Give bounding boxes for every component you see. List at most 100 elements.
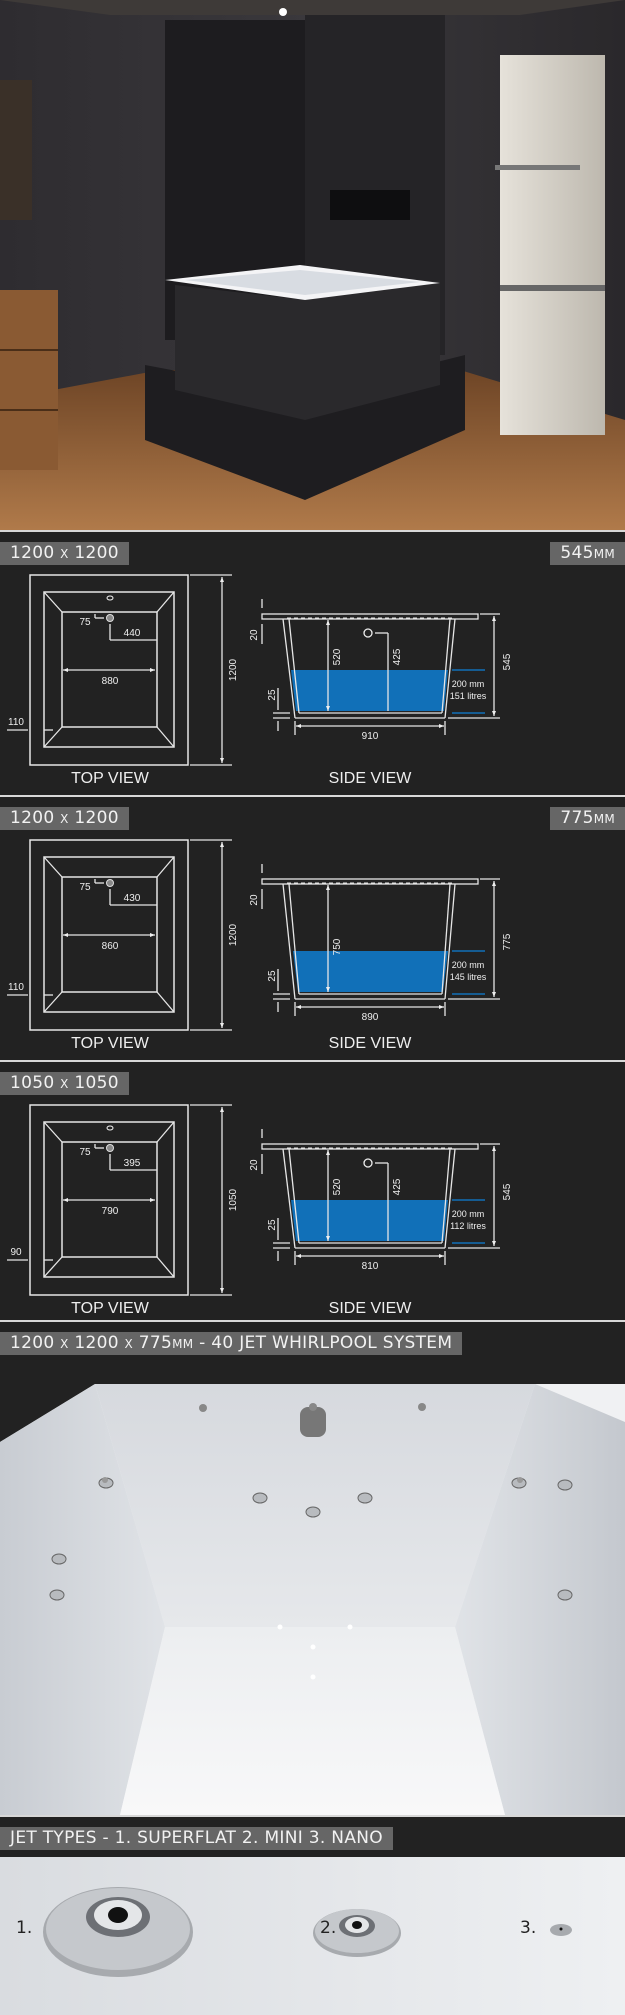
arrow-head — [326, 1150, 330, 1155]
length-label: 1200 — [228, 658, 239, 681]
whirlpool-interior — [0, 1384, 625, 1815]
outer-rim — [29, 839, 189, 1031]
top-view-label: TOP VIEW — [71, 1300, 150, 1317]
back-wall — [95, 1384, 535, 1627]
top-view-label: TOP VIEW — [71, 770, 150, 787]
arrow-head — [326, 885, 330, 890]
inner-depth-label: 750 — [332, 938, 343, 955]
arrow-head — [439, 724, 444, 728]
tub-wall — [288, 1148, 300, 1244]
arrow-head — [492, 616, 496, 621]
wall-niche — [330, 190, 410, 220]
tub-wall — [441, 1148, 451, 1244]
jet — [357, 1492, 373, 1504]
size-label: 1050 x 1050 — [0, 1072, 129, 1095]
outer-rim — [29, 1104, 189, 1296]
arrow-head — [492, 992, 496, 997]
corner-line — [156, 1256, 175, 1278]
rim-thickness-label: 20 — [249, 629, 260, 641]
jet — [557, 1589, 573, 1601]
outer-rim — [29, 574, 189, 766]
arrow-head — [326, 620, 330, 625]
corner-line — [43, 1121, 63, 1143]
water-volume-label: 112 litres — [450, 1221, 486, 1231]
tub-wall — [288, 883, 300, 995]
ceiling-light — [279, 8, 287, 16]
tub-rim — [261, 1143, 479, 1150]
size-label: 1200 x 1200 — [0, 807, 129, 830]
arrow-head — [63, 933, 68, 937]
corner-line — [156, 726, 175, 748]
jet-offset-label: 75 — [79, 882, 91, 893]
water-volume-label: 145 litres — [450, 972, 487, 982]
overflow-outlet — [363, 1158, 373, 1168]
spout — [300, 1407, 326, 1437]
tub-surround — [175, 280, 440, 420]
basin-floor — [61, 876, 158, 993]
floor-thickness-label: 25 — [267, 1219, 278, 1231]
jet-types-title: JET TYPES - 1. SUPERFLAT 2. MINI 3. NANO — [0, 1827, 393, 1850]
vanity-cabinet — [0, 290, 58, 470]
size-label: 1200 x 1200 — [0, 542, 129, 565]
inner-edge — [43, 856, 175, 1013]
arrow-head — [326, 987, 330, 992]
arrow-head — [296, 1005, 301, 1009]
base-width-label: 810 — [362, 1261, 379, 1272]
bathroom-scene — [0, 0, 625, 530]
rim-width-label: 90 — [10, 1247, 22, 1258]
inner-width-label: 880 — [102, 676, 119, 687]
arrow-head — [492, 1241, 496, 1246]
overflow-hole — [106, 1125, 114, 1131]
tub-wall — [444, 618, 456, 719]
inner-edge — [43, 591, 175, 748]
superflat-jet — [43, 1887, 193, 1977]
arrow-head — [492, 881, 496, 886]
inner-width-label: 860 — [102, 941, 119, 952]
water-fill — [291, 670, 448, 711]
jet-position — [106, 614, 114, 622]
length-label: 1200 — [228, 923, 239, 946]
water-fill — [291, 1200, 448, 1241]
arrow-head — [492, 1146, 496, 1151]
top-view-label: TOP VIEW — [71, 1035, 150, 1052]
jet-distance-label: 430 — [124, 893, 141, 904]
whirlpool-interior-photo — [0, 1362, 625, 1815]
right-wall — [455, 1384, 625, 1815]
mini-jet — [313, 1909, 401, 1957]
overflow-height-label: 425 — [392, 648, 403, 665]
jet — [517, 1477, 523, 1483]
corner-line — [43, 856, 63, 878]
depth-label: 775mm — [550, 807, 625, 830]
jet — [557, 1479, 573, 1491]
jet — [199, 1404, 207, 1412]
rim-width-label: 110 — [8, 982, 24, 993]
basin-floor — [61, 611, 158, 728]
depth-label: 545mm — [550, 542, 625, 565]
arrow-head — [220, 1023, 224, 1028]
jet-offset-label: 75 — [79, 617, 91, 628]
floor-jet — [310, 1674, 316, 1680]
jet-number: 3. — [520, 1918, 537, 1938]
overflow-height-label: 425 — [392, 1178, 403, 1195]
jet-number: 2. — [320, 1918, 337, 1938]
arrow-head — [439, 1254, 444, 1258]
jet — [102, 1477, 108, 1483]
jet-position — [106, 1144, 114, 1152]
water-fill — [293, 951, 448, 992]
total-height-label: 545 — [502, 1183, 513, 1200]
floor-jet — [310, 1644, 316, 1650]
jet-distance-label: 440 — [124, 628, 141, 639]
arrow-head — [439, 1005, 444, 1009]
corner-line — [43, 1256, 63, 1278]
towel-radiator — [500, 55, 605, 435]
corner-line — [156, 856, 175, 878]
tub-rim — [261, 613, 479, 620]
arrow-head — [150, 668, 155, 672]
water-volume-label: 151 litres — [450, 691, 487, 701]
jet-position — [106, 879, 114, 887]
inner-edge — [43, 1121, 175, 1278]
arrow-head — [296, 1254, 301, 1258]
